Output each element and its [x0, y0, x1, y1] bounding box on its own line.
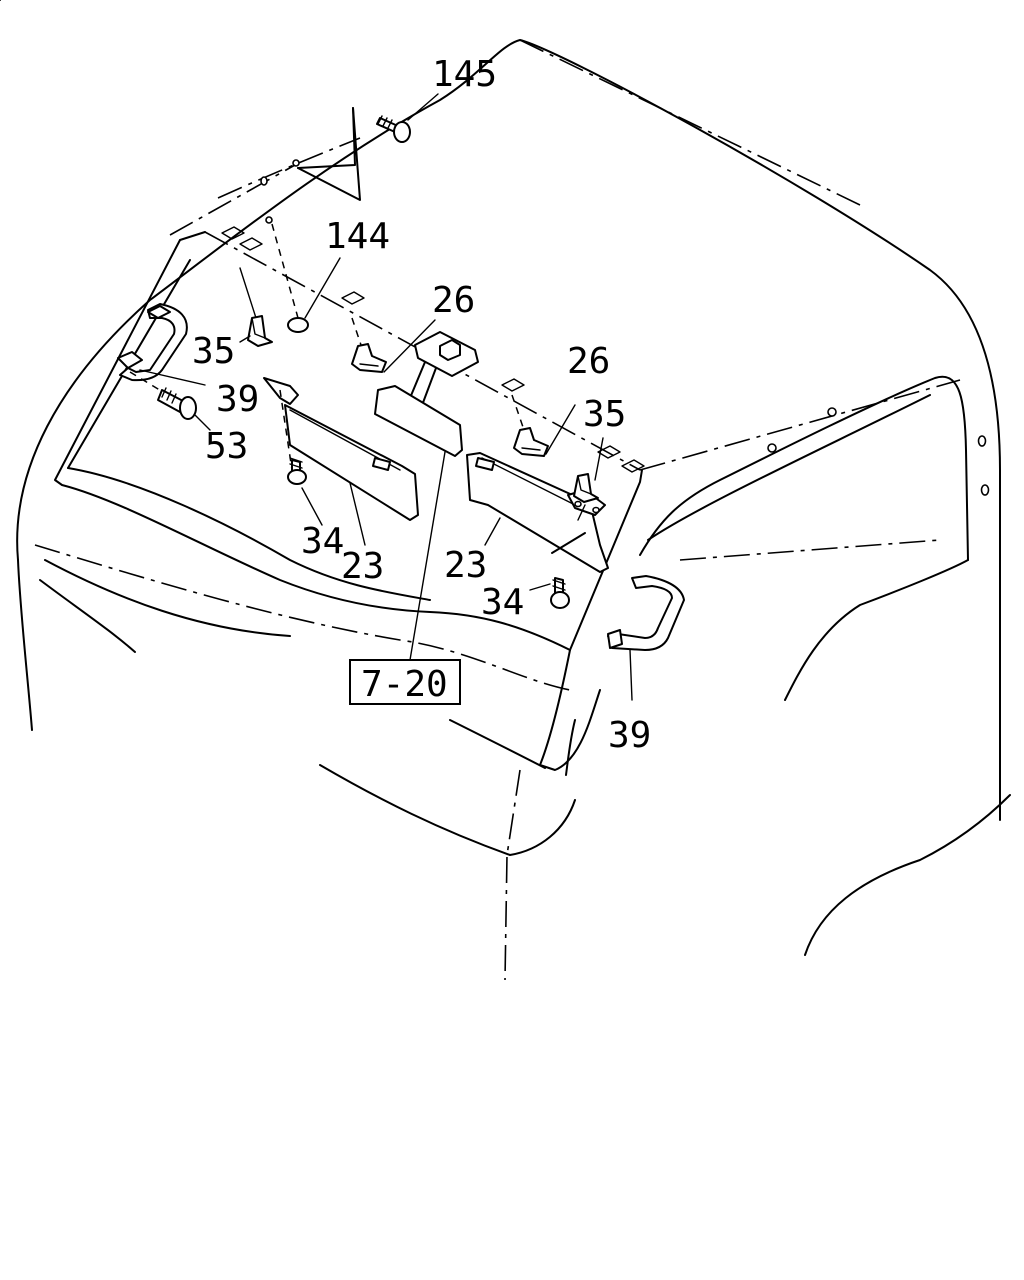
rear-view-mirror — [374, 331, 479, 661]
callout-labels: 145 144 26 26 35 35 39 53 34 23 23 34 39 — [192, 54, 651, 756]
part-23-left-sun-visor — [263, 377, 419, 546]
callout-34-left: 34 — [301, 521, 344, 562]
part-144-plug — [271, 223, 341, 333]
callout-23-right: 23 — [444, 545, 487, 586]
callout-144: 144 — [325, 216, 390, 257]
part-53-bolt — [129, 371, 211, 431]
part-145-screw — [297, 93, 439, 201]
left-grab-handle — [117, 303, 206, 386]
part-26-right-hook — [511, 394, 576, 457]
callout-23-left: 23 — [341, 546, 384, 587]
reference-box-7-20: 7-20 — [349, 659, 461, 705]
callout-39-right: 39 — [608, 715, 651, 756]
callout-145: 145 — [432, 54, 497, 95]
callout-26-left: 26 — [432, 280, 475, 321]
part-35-right-clip — [573, 437, 604, 503]
callout-39-left: 39 — [216, 379, 259, 420]
roof-clip-holes — [221, 226, 645, 473]
callout-35-right: 35 — [583, 394, 626, 435]
right-grab-handle — [607, 575, 685, 701]
callout-34-right: 34 — [481, 582, 524, 623]
part-26-left-hook — [351, 317, 436, 373]
part-35-left-clip — [239, 267, 273, 347]
callout-35-left: 35 — [192, 331, 235, 372]
part-34-left-screw — [287, 457, 323, 526]
callout-53: 53 — [205, 426, 248, 467]
reference-box-label: 7-20 — [361, 664, 448, 705]
cab-body-outline — [16, 39, 1011, 981]
part-34-right-screw — [529, 577, 570, 609]
callout-26-right: 26 — [567, 341, 610, 382]
